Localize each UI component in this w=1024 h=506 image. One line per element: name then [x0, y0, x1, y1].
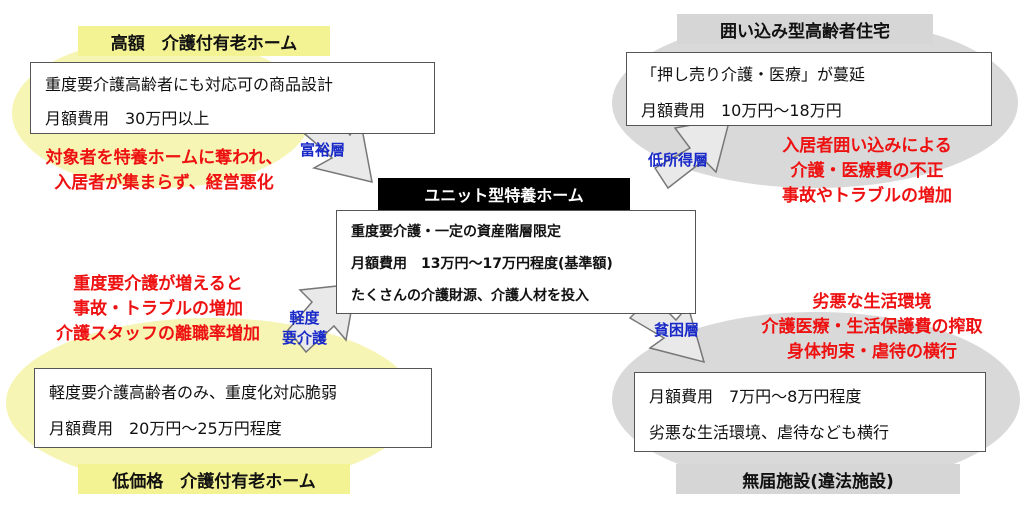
- bottom-left-problem-3: 介護スタッフの離職率増加: [56, 324, 260, 344]
- top-left-problem-1: 対象者を特養ホームに奪われ、: [45, 148, 283, 168]
- center-title: ユニット型特養ホーム: [378, 178, 630, 210]
- bottom-left-arrow-label: 軽度 要介護: [282, 308, 327, 348]
- bottom-left-box: 軽度要介護高齢者のみ、重度化対応脆弱 月額費用 20万円～25万円程度: [34, 368, 432, 448]
- bottom-left-problem-2: 事故・トラブルの増加: [73, 299, 243, 319]
- bottom-right-line-1: 月額費用 7万円～8万円程度: [649, 387, 862, 406]
- top-left-problem-2: 入居者が集まらず、経営悪化: [54, 173, 274, 193]
- bottom-right-title: 無届施設(違法施設): [676, 464, 960, 494]
- center-box: 重度要介護・一定の資産階層限定 月額費用 13万円～17万円程度(基準額) たく…: [336, 210, 696, 314]
- bottom-right-problem-1: 劣悪な生活環境: [812, 292, 932, 312]
- top-right-line-2: 月額費用 10万円～18万円: [641, 101, 842, 120]
- top-left-title: 高額 介護付有老ホーム: [78, 26, 330, 56]
- top-right-problems: 入居者囲い込みによる 介護・医療費の不正 事故やトラブルの増加: [742, 134, 992, 209]
- top-left-problems: 対象者を特養ホームに奪われ、 入居者が集まらず、経営悪化: [14, 146, 314, 196]
- bottom-right-line-2: 劣悪な生活環境、虐待なども横行: [649, 423, 890, 442]
- bottom-left-problems: 重度要介護が増えると 事故・トラブルの増加 介護スタッフの離職率増加: [20, 272, 296, 347]
- bottom-left-line-2: 月額費用 20万円～25万円程度: [49, 419, 282, 438]
- center-line-1: 重度要介護・一定の資産階層限定: [351, 224, 561, 240]
- bottom-right-problem-2: 介護医療・生活保護費の搾取: [761, 317, 983, 337]
- top-left-arrow-label: 富裕層: [300, 141, 346, 159]
- top-right-line-1: 「押し売り介護・医療」が蔓延: [641, 65, 866, 84]
- bottom-right-box: 月額費用 7万円～8万円程度 劣悪な生活環境、虐待なども横行: [634, 372, 986, 452]
- top-right-problem-1: 入居者囲い込みによる: [782, 136, 952, 156]
- bottom-left-arrow-label-2: 要介護: [282, 329, 328, 347]
- top-left-line-2: 月額費用 30万円以上: [45, 109, 210, 128]
- top-right-problem-2: 介護・医療費の不正: [790, 161, 944, 181]
- top-right-box: 「押し売り介護・医療」が蔓延 月額費用 10万円～18万円: [626, 52, 992, 126]
- top-right-title: 囲い込み型高齢者住宅: [677, 14, 933, 44]
- top-left-line-1: 重度要介護高齢者にも対応可の商品設計: [45, 75, 334, 94]
- center-line-2: 月額費用 13万円～17万円程度(基準額): [351, 256, 613, 272]
- bottom-right-problem-3: 身体拘束・虐待の横行: [787, 342, 957, 362]
- bottom-left-title: 低価格 介護付有老ホーム: [78, 464, 350, 494]
- top-left-box: 重度要介護高齢者にも対応可の商品設計 月額費用 30万円以上: [30, 62, 435, 134]
- bottom-left-line-1: 軽度要介護高齢者のみ、重度化対応脆弱: [49, 383, 338, 402]
- bottom-right-problems: 劣悪な生活環境 介護医療・生活保護費の搾取 身体拘束・虐待の横行: [730, 290, 1014, 365]
- top-right-problem-3: 事故やトラブルの増加: [782, 186, 952, 206]
- bottom-left-arrow-label-1: 軽度: [289, 309, 320, 327]
- bottom-right-arrow-label: 貧困層: [654, 321, 700, 339]
- arrow-top-right: [653, 117, 732, 190]
- top-right-arrow-label: 低所得層: [648, 151, 709, 169]
- bottom-left-problem-1: 重度要介護が増えると: [73, 274, 243, 294]
- center-line-3: たくさんの介護財源、介護人材を投入: [351, 288, 589, 304]
